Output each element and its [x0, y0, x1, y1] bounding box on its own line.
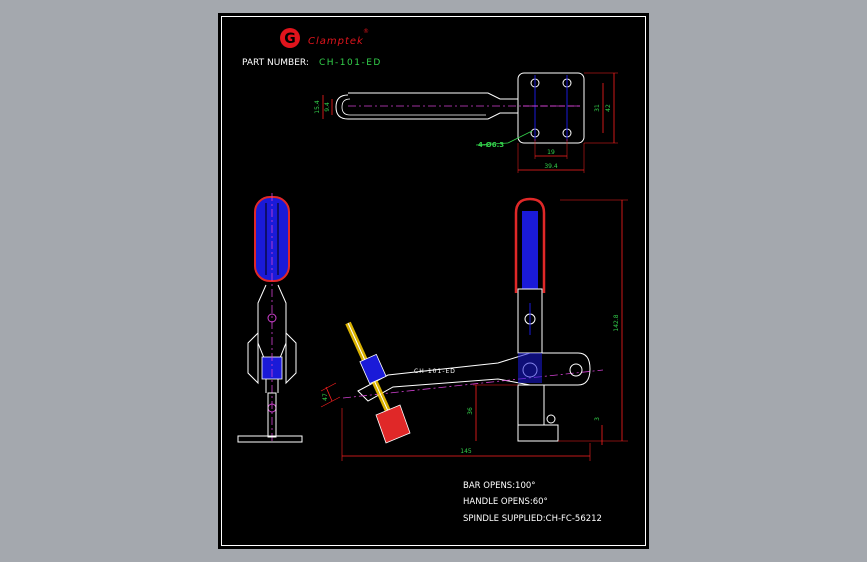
technical-drawing: G Clamptek ® PART NUMBER: CH-101-ED 15.4…	[221, 16, 646, 546]
dim-145: 145	[460, 448, 472, 455]
part-number-value: CH-101-ED	[319, 58, 382, 68]
brand-logo: G Clamptek ®	[280, 28, 369, 48]
note-bar-opens: BAR OPENS:100°	[463, 481, 536, 491]
notes: BAR OPENS:100° HANDLE OPENS:60° SPINDLE …	[463, 481, 602, 524]
part-number-label: PART NUMBER:	[242, 58, 309, 68]
dim-holes: 4-Ø6.3	[478, 141, 504, 149]
side-view: CH-101-ED 142.8 36 3 145 47	[320, 197, 628, 461]
dim-3: 3	[594, 417, 601, 421]
sheet-frame	[221, 16, 646, 546]
brand-mark: ®	[363, 28, 369, 35]
brand-name: Clamptek	[308, 36, 364, 47]
dim-39-4: 39.4	[544, 163, 558, 170]
dim-36: 36	[467, 407, 474, 415]
dim-9-4: 9.4	[324, 102, 331, 112]
dim-15-4: 15.4	[314, 100, 321, 114]
dim-31: 31	[594, 104, 601, 112]
note-handle-opens: HANDLE OPENS:60°	[463, 497, 548, 507]
dim-142-8: 142.8	[613, 314, 620, 331]
dim-19: 19	[547, 149, 555, 156]
dim-42: 42	[605, 104, 612, 112]
side-view-label: CH-101-ED	[414, 368, 456, 375]
note-spindle-supplied: SPINDLE SUPPLIED:CH-FC-56212	[463, 514, 602, 524]
top-view: 15.4 9.4 31 42 19 39.4 4-Ø6.3	[314, 72, 618, 173]
logo-letter: G	[284, 31, 296, 47]
drawing-sheet: G Clamptek ® PART NUMBER: CH-101-ED 15.4…	[218, 13, 649, 549]
dim-47: 47	[322, 393, 329, 401]
end-view	[237, 193, 303, 443]
